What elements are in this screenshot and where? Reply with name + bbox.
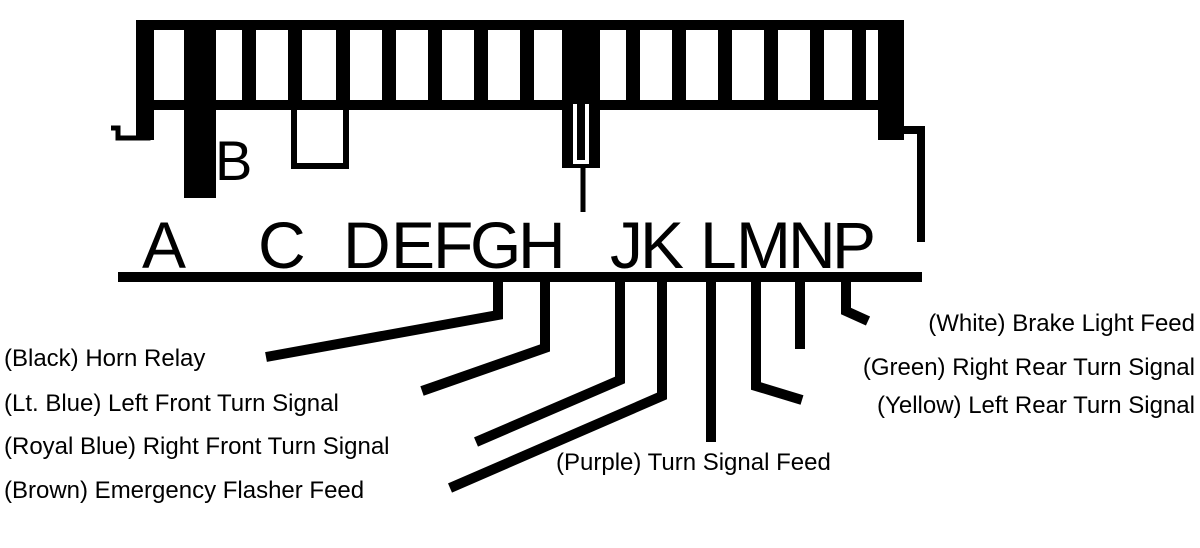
terminal-divider xyxy=(288,20,302,110)
terminal-divider xyxy=(474,20,488,110)
pin-letter-n: N xyxy=(788,208,836,282)
wire-leader-h xyxy=(420,282,550,396)
wire-leaders xyxy=(265,282,871,493)
wire-labels: (Black) Horn Relay (Lt. Blue) Left Front… xyxy=(4,310,1195,504)
wire-label-right-rear-turn-signal: (Green) Right Rear Turn Signal xyxy=(863,354,1195,381)
wire-leader-k xyxy=(448,282,667,493)
pin-letter-m: M xyxy=(736,208,791,282)
pin-letters: A B C D E F G H J K L M N P xyxy=(142,129,876,282)
wire-label-brake-light-feed: (White) Brake Light Feed xyxy=(928,310,1195,337)
wire-leader-p xyxy=(841,282,871,326)
wire-label-turn-signal-feed: (Purple) Turn Signal Feed xyxy=(556,449,831,476)
pin-letter-c: C xyxy=(258,208,306,282)
terminal-divider xyxy=(242,20,256,110)
pin-letter-h: H xyxy=(518,208,566,282)
terminal-divider xyxy=(852,20,866,110)
wire-label-right-front-turn-signal: (Royal Blue) Right Front Turn Signal xyxy=(4,433,390,460)
terminal-divider xyxy=(520,20,534,110)
terminal-divider xyxy=(810,20,824,110)
pin-letter-a: A xyxy=(142,208,186,282)
terminal-divider xyxy=(764,20,778,110)
terminal-highlight-line xyxy=(577,104,585,160)
terminal-divider xyxy=(626,20,640,110)
connector-right-wall xyxy=(878,20,904,140)
connector-left-wall xyxy=(136,20,154,140)
pin-letter-l: L xyxy=(700,208,737,282)
wire-label-left-rear-turn-signal: (Yellow) Left Rear Turn Signal xyxy=(877,392,1195,419)
pin-letter-p: P xyxy=(832,208,876,282)
wire-label-emergency-flasher-feed: (Brown) Emergency Flasher Feed xyxy=(4,477,364,504)
terminal-divider xyxy=(184,20,216,198)
pin-letter-j: J xyxy=(610,208,643,282)
terminal-divider xyxy=(672,20,686,110)
pin-letter-f: F xyxy=(433,208,473,282)
pin-letter-b: B xyxy=(215,129,252,192)
terminal-divider xyxy=(382,20,396,110)
connector-baseline xyxy=(118,272,922,282)
pin-letter-e: E xyxy=(391,208,435,282)
terminal-divider xyxy=(336,20,350,110)
wire-leader-j xyxy=(474,282,625,447)
terminal-divider xyxy=(428,20,442,110)
pin-letter-g: G xyxy=(470,208,521,282)
wire-label-horn-relay: (Black) Horn Relay xyxy=(4,345,205,372)
connector-body xyxy=(111,20,925,242)
left-latch xyxy=(111,105,151,141)
wire-leader-g xyxy=(265,282,503,362)
terminal-divider xyxy=(718,20,732,110)
pin-c-socket xyxy=(291,105,349,169)
pin-letter-k: K xyxy=(640,208,684,282)
pin-letter-d: D xyxy=(343,208,391,282)
right-latch xyxy=(904,126,925,242)
wire-leader-m xyxy=(751,282,804,405)
wire-label-left-front-turn-signal: (Lt. Blue) Left Front Turn Signal xyxy=(4,390,339,417)
